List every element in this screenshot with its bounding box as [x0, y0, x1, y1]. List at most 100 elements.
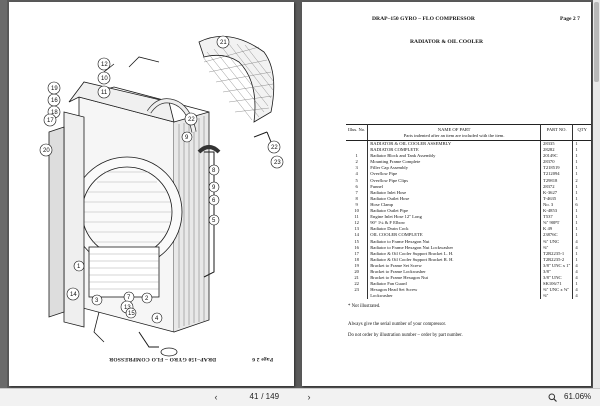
page-total: / 149	[261, 392, 280, 401]
scrollbar-thumb[interactable]	[594, 2, 599, 82]
svg-text:12: 12	[101, 62, 108, 68]
zoom-icon[interactable]	[548, 391, 557, 403]
cell-no: 12	[346, 220, 369, 227]
callout-4: 4	[151, 312, 163, 324]
cell-qty: 1	[575, 141, 578, 146]
callout-3: 3	[91, 294, 103, 306]
cell-part: 28335	[540, 140, 574, 148]
cell-name: Radiator Outlet Pipe	[367, 208, 542, 215]
cell-part: 28372	[540, 183, 574, 190]
svg-text:13: 13	[124, 305, 131, 311]
cell-qty: 6	[575, 201, 578, 207]
cell-no: 21	[346, 275, 369, 282]
cell-qty: 1	[575, 195, 578, 201]
svg-text:23: 23	[274, 160, 281, 166]
col-part-no: PART NO.	[540, 124, 574, 141]
cell-no: 11	[346, 214, 369, 221]
cell-part: T2R2235-2	[540, 256, 574, 263]
cell-part: 23876C	[540, 232, 574, 239]
cell-qty: 1	[575, 147, 578, 153]
callout-21: 21	[216, 35, 230, 49]
zoom-level[interactable]: 61.06%	[564, 392, 592, 401]
left-page-number: Page 2 6	[252, 356, 274, 362]
cell-qty: 4	[575, 262, 578, 268]
svg-text:14: 14	[70, 292, 77, 298]
col-illus: Illus. No.	[346, 124, 369, 141]
status-bar: ‹ 41 / 149 › 61.06%	[0, 388, 600, 406]
cell-qty: 1	[575, 281, 578, 287]
cell-no: 23	[346, 287, 369, 294]
page-26: 21 22 16 19 18 20 17 9 12 10 11 8 6 5 9 …	[9, 2, 294, 386]
callout-14: 14	[66, 287, 80, 301]
cell-name: Radiator Drain Cock	[367, 226, 542, 233]
cell-part: T212094	[540, 171, 574, 178]
document-viewer[interactable]: 21 22 16 19 18 20 17 9 12 10 11 8 6 5 9 …	[0, 0, 600, 388]
cell-name: Radiator Fan Guard	[367, 281, 542, 288]
cell-name: Radiator Outlet Hose	[367, 195, 542, 202]
parts-table: Illus. No. NAME OF PART Parts indented a…	[346, 124, 591, 300]
callout-15: 15	[125, 307, 137, 319]
cell-no: 5	[346, 177, 369, 184]
callout-23: 23	[270, 155, 284, 169]
vertical-scrollbar[interactable]	[593, 0, 600, 388]
cell-part: T-4635	[540, 195, 574, 202]
cell-qty: 1	[575, 250, 578, 256]
cell-name: Radiator & Oil Cooler Support Bracket R.…	[367, 256, 542, 263]
page-number-input[interactable]: 41	[249, 392, 259, 401]
cell-qty: 1	[575, 171, 578, 177]
prev-page-button[interactable]: ‹	[214, 392, 218, 402]
svg-text:5: 5	[212, 218, 216, 224]
svg-text:2: 2	[145, 296, 149, 302]
cell-part: ⅜"	[540, 244, 574, 251]
cell-name: OIL COOLER COMPLETE	[367, 232, 542, 239]
svg-text:20: 20	[43, 148, 50, 154]
right-page-number: Page 2 7	[560, 16, 580, 22]
svg-text:15: 15	[128, 311, 135, 317]
cell-name: Bracket to Frame Set Screw	[367, 262, 542, 269]
left-page-header: DRAP–150 GYRO – FLO COMPRESSOR	[109, 356, 217, 362]
callout-16: 16	[47, 93, 61, 107]
cell-part: SK106/71	[540, 281, 574, 288]
col-name: NAME OF PART Parts indented after an ite…	[367, 124, 542, 141]
callout-22: 22	[184, 112, 198, 126]
cell-part: ⅝" 90PT	[540, 220, 574, 227]
cell-name: Radiator to Frame Hexagon Nut	[367, 238, 542, 245]
callout-19: 19	[47, 81, 61, 95]
cell-qty: 4	[575, 244, 578, 250]
cell-name: Filler Cap Assembly	[367, 165, 542, 172]
cell-no: 13	[346, 226, 369, 233]
cell-name: Engine Inlet Hose 12" Long	[367, 214, 542, 221]
callout-8: 8	[208, 164, 220, 176]
page-indicator: 41 / 149	[225, 391, 303, 403]
svg-text:22: 22	[271, 145, 278, 151]
col-qty: QTY	[572, 124, 591, 141]
cell-no: 19	[346, 262, 369, 269]
col-name-title: NAME OF PART	[437, 127, 471, 132]
cell-name: Hexagon Head Set Screw	[367, 287, 542, 294]
cell-no: 9	[346, 201, 369, 209]
cell-qty: 2	[575, 177, 578, 183]
callout-2: 2	[141, 292, 153, 304]
svg-text:22: 22	[188, 117, 195, 123]
cell-name: Mounting Frame Complete	[367, 159, 542, 166]
cell-part: 3/8" UNC x 1"	[540, 262, 574, 269]
cell-name: Bracket to Frame Lockwasher	[367, 268, 542, 276]
cell-qty: 4	[575, 293, 578, 299]
cell-qty: 1	[575, 232, 578, 238]
cell-part: ⅜" UNC	[540, 238, 574, 245]
svg-text:1: 1	[77, 264, 81, 270]
next-page-button[interactable]: ›	[307, 392, 311, 402]
callout-12: 12	[97, 57, 111, 71]
